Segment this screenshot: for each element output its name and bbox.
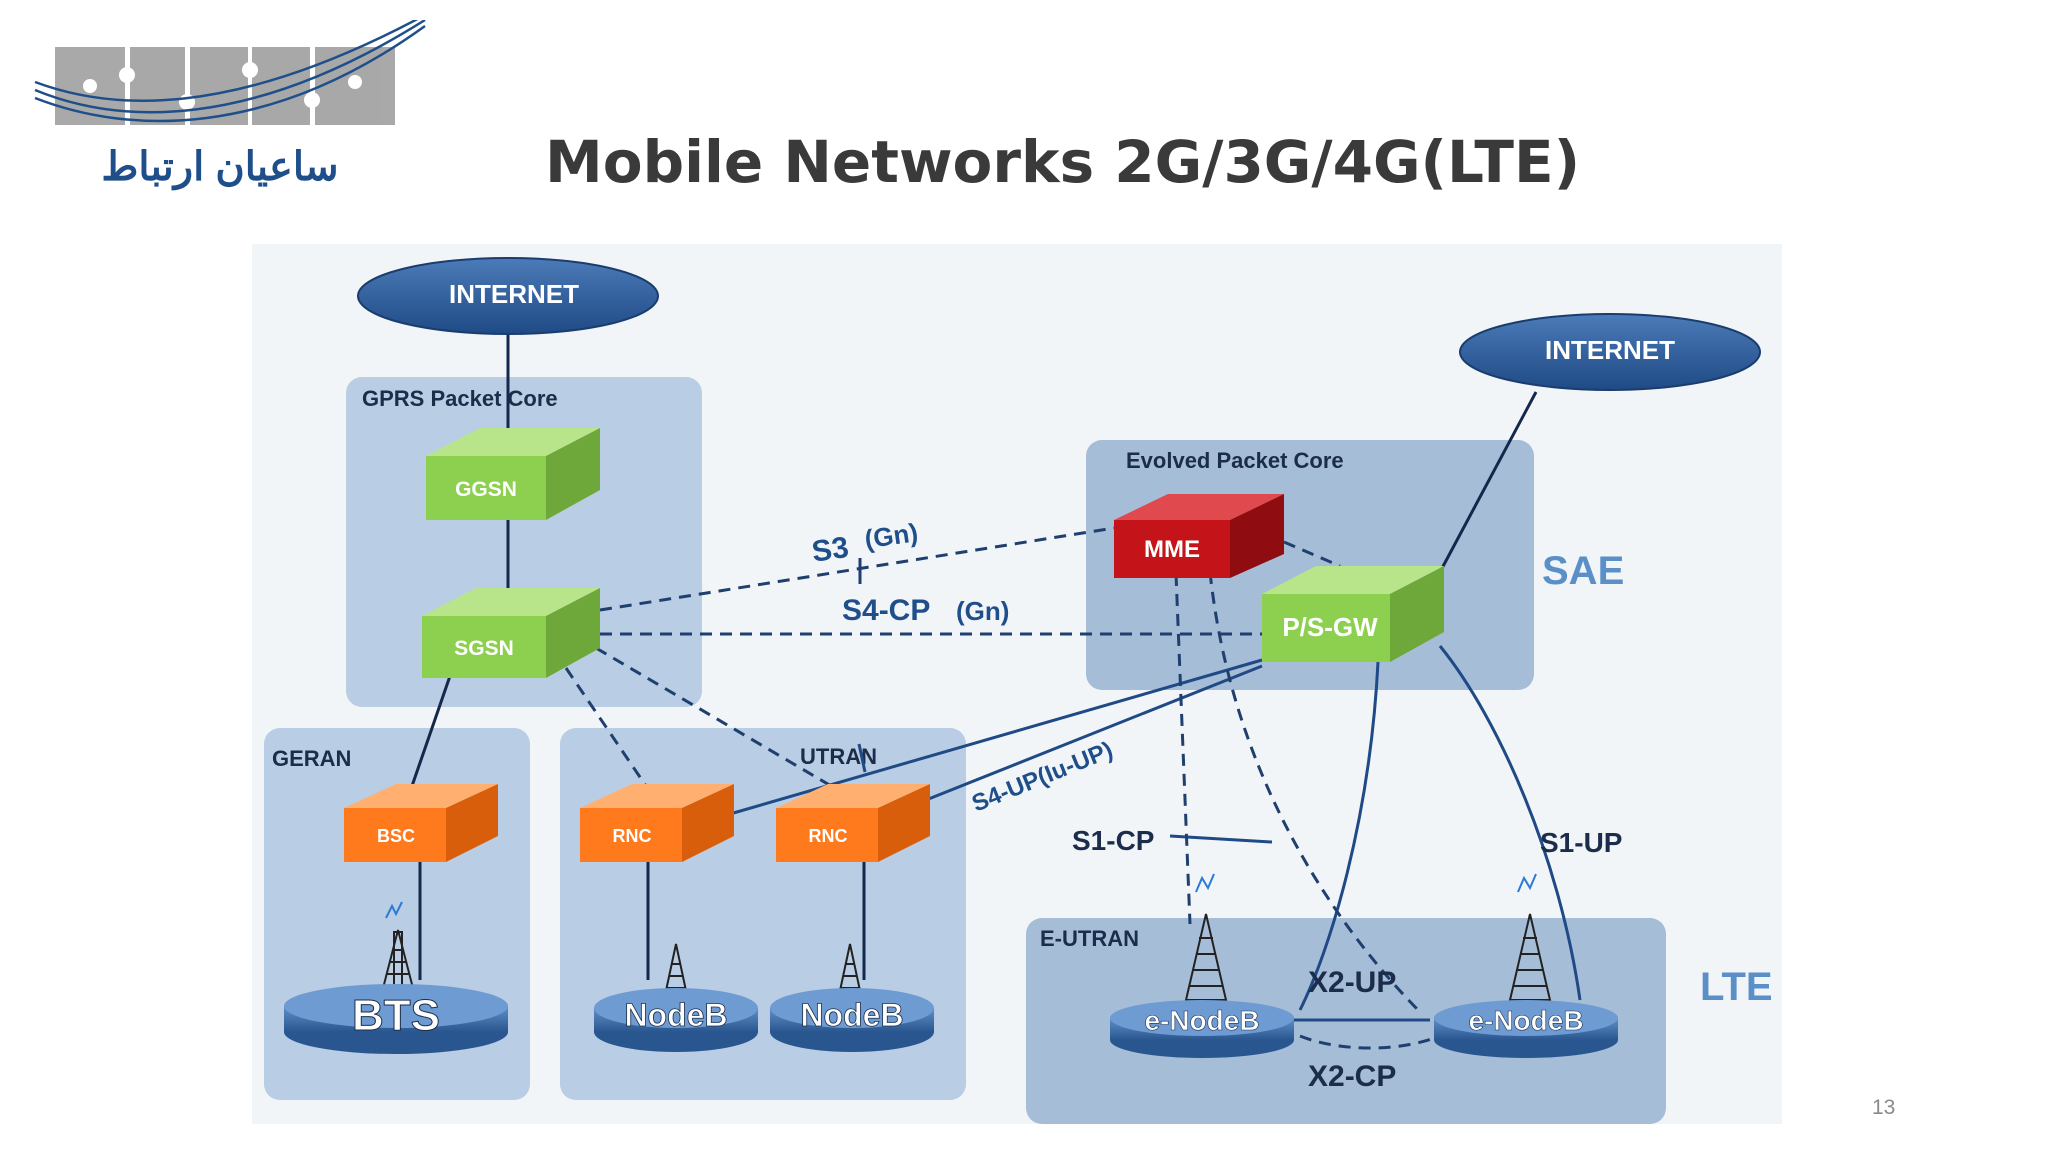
ggsn-node: GGSN bbox=[426, 428, 600, 520]
sgsn-node: SGSN bbox=[422, 588, 600, 678]
geran-label: GERAN bbox=[272, 746, 351, 771]
bts-base: BTS bbox=[284, 984, 508, 1054]
link-psgw-enodeb-2 bbox=[1438, 645, 1582, 1001]
rnc-label-2: RNC bbox=[809, 826, 848, 846]
nodeb-antenna-icon-2 bbox=[836, 943, 864, 1001]
link-sgsn-bsc bbox=[410, 675, 452, 787]
s3-label: S3 bbox=[810, 531, 851, 569]
network-diagram: GPRS Packet Core Evolved Packet Core GER… bbox=[252, 244, 1782, 1124]
mme-node: MME bbox=[1114, 494, 1284, 578]
bsc-label: BSC bbox=[377, 826, 415, 846]
ggsn-label: GGSN bbox=[455, 478, 517, 501]
nodeb-base-2: NodeB bbox=[770, 988, 934, 1052]
s4cp-label: S4-CP bbox=[842, 594, 930, 627]
enodeb-signal-icon-2 bbox=[1517, 873, 1537, 893]
company-logo: ساعیان ارتباط bbox=[30, 13, 430, 200]
enodeb-label-2: e-NodeB bbox=[1468, 1005, 1583, 1036]
internet-right-label: INTERNET bbox=[1545, 335, 1675, 365]
epc-label: Evolved Packet Core bbox=[1126, 448, 1344, 473]
rnc-node-2: RNC bbox=[776, 784, 930, 862]
link-s1cp-dashed bbox=[1174, 573, 1192, 925]
internet-left-cloud: INTERNET bbox=[357, 257, 659, 335]
nodeb-label-1: NodeB bbox=[624, 997, 727, 1033]
gprs-label: GPRS Packet Core bbox=[362, 386, 558, 411]
internet-left-label: INTERNET bbox=[449, 279, 579, 309]
x2cp-label: X2-CP bbox=[1308, 1060, 1396, 1093]
s3-gn-label: (Gn) bbox=[863, 517, 920, 554]
link-internet-psgw bbox=[1438, 391, 1538, 573]
s1cp-label: S1-CP bbox=[1072, 825, 1154, 856]
logo-text: ساعیان ارتباط bbox=[101, 145, 338, 191]
enodeb-signal-icon-1 bbox=[1195, 873, 1215, 893]
psgw-label: P/S-GW bbox=[1282, 612, 1378, 642]
link-sgsn-rnc2-dashed bbox=[595, 646, 839, 792]
nodeb-base-1: NodeB bbox=[594, 988, 758, 1052]
link-rnc2-psgw bbox=[925, 664, 1263, 802]
enodeb-antenna-icon-1 bbox=[1184, 913, 1228, 1001]
rnc-label-1: RNC bbox=[613, 826, 652, 846]
link-sgsn-rnc1-dashed bbox=[564, 667, 648, 787]
mme-label: MME bbox=[1144, 536, 1200, 563]
s4cp-gn-label: (Gn) bbox=[956, 596, 1009, 626]
link-s3-dashed bbox=[599, 526, 1115, 612]
s4up-marker bbox=[857, 743, 867, 773]
link-mme-enodeb-dashed bbox=[1208, 571, 1422, 1014]
bsc-node: BSC bbox=[344, 784, 498, 862]
link-mme-psgw-dashed bbox=[1283, 540, 1341, 568]
sgsn-label: SGSN bbox=[454, 637, 514, 660]
s1up-label: S1-UP bbox=[1540, 827, 1622, 858]
slide-title: Mobile Networks 2G/3G/4G(LTE) bbox=[545, 128, 1581, 196]
bts-label: BTS bbox=[352, 991, 440, 1040]
utran-label: UTRAN bbox=[800, 744, 877, 769]
nodeb-label-2: NodeB bbox=[800, 997, 903, 1033]
link-psgw-enodeb-1 bbox=[1298, 661, 1380, 1011]
psgw-node: P/S-GW bbox=[1262, 566, 1444, 662]
bts-signal-icon bbox=[385, 901, 403, 919]
x2up-label: X2-UP bbox=[1308, 966, 1396, 999]
internet-right-cloud: INTERNET bbox=[1459, 313, 1761, 391]
enodeb-antenna-icon-2 bbox=[1508, 913, 1552, 1001]
sae-label: SAE bbox=[1542, 549, 1624, 593]
lte-label: LTE bbox=[1700, 965, 1773, 1009]
enodeb-base-2: e-NodeB bbox=[1434, 1000, 1618, 1058]
enodeb-base-1: e-NodeB bbox=[1110, 1000, 1294, 1058]
link-x2-cp-dashed bbox=[1299, 1034, 1441, 1050]
rnc-node-1: RNC bbox=[580, 784, 734, 862]
eutran-label: E-UTRAN bbox=[1040, 926, 1139, 951]
page-number: 13 bbox=[1872, 1096, 1896, 1119]
enodeb-label-1: e-NodeB bbox=[1144, 1005, 1259, 1036]
